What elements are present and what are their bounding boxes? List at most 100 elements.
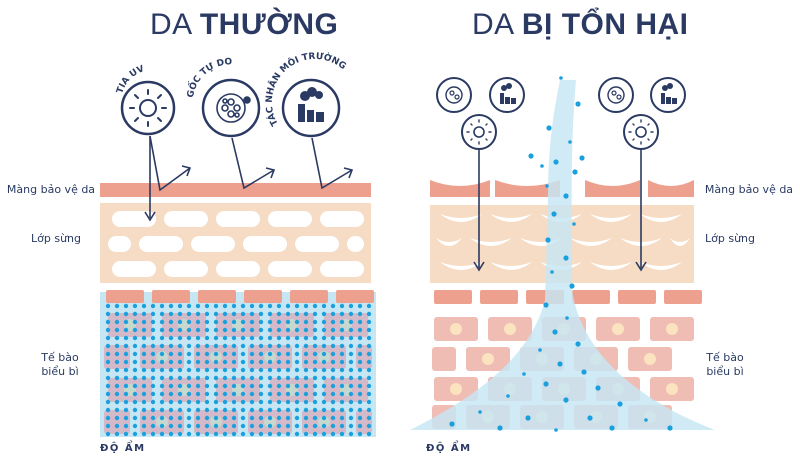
moisture-dot [339,375,345,381]
barrier-fragment [430,180,490,197]
moisture-dot [339,391,345,397]
moisture-dot [141,423,147,429]
moisture-dot [285,415,291,421]
moisture-dot [258,327,264,333]
moisture-dot [132,375,138,381]
moisture-dot [195,335,201,341]
moisture-dot [276,431,282,437]
moisture-dot [339,423,345,429]
moisture-dot [321,359,327,365]
moisture-dot [123,319,129,325]
moisture-dot [339,359,345,365]
moisture-dot [357,303,363,309]
moisture-dot [240,391,246,397]
moisture-dot [497,425,503,431]
moisture-dot [177,375,183,381]
moisture-dot [213,407,219,413]
moisture-dot [132,319,138,325]
moisture-dot [213,359,219,365]
moisture-dot [546,125,552,131]
moisture-dot [366,407,372,413]
moisture-dot [303,391,309,397]
moisture-dot [132,383,138,389]
corneocyte [320,211,364,227]
moisture-dot [540,164,544,168]
moisture-dot [312,383,318,389]
damaged-aggressor-icons [436,77,686,150]
moisture-dot [132,343,138,349]
moisture-dot [105,431,111,437]
moisture-dot [348,423,354,429]
moisture-dot [554,428,558,432]
moisture-dot [321,303,327,309]
corneum-label-right: Lớp sừng [705,232,755,245]
moisture-dot [258,375,264,381]
moisture-dot [141,431,147,437]
moisture-dot [195,415,201,421]
moisture-dot [105,351,111,357]
corneocyte [112,261,156,277]
moisture-dot [114,303,120,309]
moisture-dot [357,375,363,381]
moisture-dot [249,303,255,309]
basal-cell [480,290,518,304]
free-radical-icon [436,77,472,113]
moisture-dot [249,423,255,429]
moisture-dot [204,399,210,405]
moisture-dot [312,423,318,429]
moisture-dot [213,415,219,421]
factory-icon [298,87,324,122]
moisture-dot [303,351,309,357]
moisture-dot [330,319,336,325]
moisture-dot [258,383,264,389]
moisture-dot [141,359,147,365]
moisture-dot [231,423,237,429]
moisture-dot [276,351,282,357]
moisture-dot [195,319,201,325]
cell-nucleus [666,323,678,335]
moisture-dot [213,319,219,325]
moisture-dot [114,391,120,397]
moisture-dot [150,359,156,365]
cell-nucleus [210,351,222,363]
moisture-dot [105,311,111,317]
barrier-label-left: Màng bảo vệ da [6,183,96,196]
moisture-dot [249,311,255,317]
corneocyte [440,262,482,270]
moisture-dot [276,415,282,421]
corneocyte [640,262,682,270]
moisture-dot [267,359,273,365]
moisture-dot [551,211,557,217]
moisture-dot [294,375,300,381]
moisture-dot [114,431,120,437]
moisture-dot [366,351,372,357]
moisture-dot [294,327,300,333]
moisture-dot [132,351,138,357]
moisture-dot [357,335,363,341]
moisture-dot [303,399,309,405]
moisture-dot [330,415,336,421]
moisture-dot [141,311,147,317]
moisture-dot [123,303,129,309]
moisture-dot [222,383,228,389]
moisture-dot [177,327,183,333]
moisture-dot [105,375,111,381]
moisture-dot [123,407,129,413]
epidermis-label-right: Tế bào biểu bì [706,351,744,378]
moisture-dot [240,311,246,317]
moisture-dot [545,184,549,188]
moisture-dot [177,415,183,421]
moisture-dot [321,431,327,437]
corneocyte [243,236,287,252]
moisture-dot [267,423,273,429]
moisture-dot [366,375,372,381]
moisture-dot [575,341,581,347]
moisture-dot [168,335,174,341]
moisture-dot [105,343,111,349]
moisture-dot [330,351,336,357]
moisture-dot [213,327,219,333]
cell-nucleus [156,416,168,428]
penetration-arrows [473,149,647,272]
moisture-dot [222,415,228,421]
